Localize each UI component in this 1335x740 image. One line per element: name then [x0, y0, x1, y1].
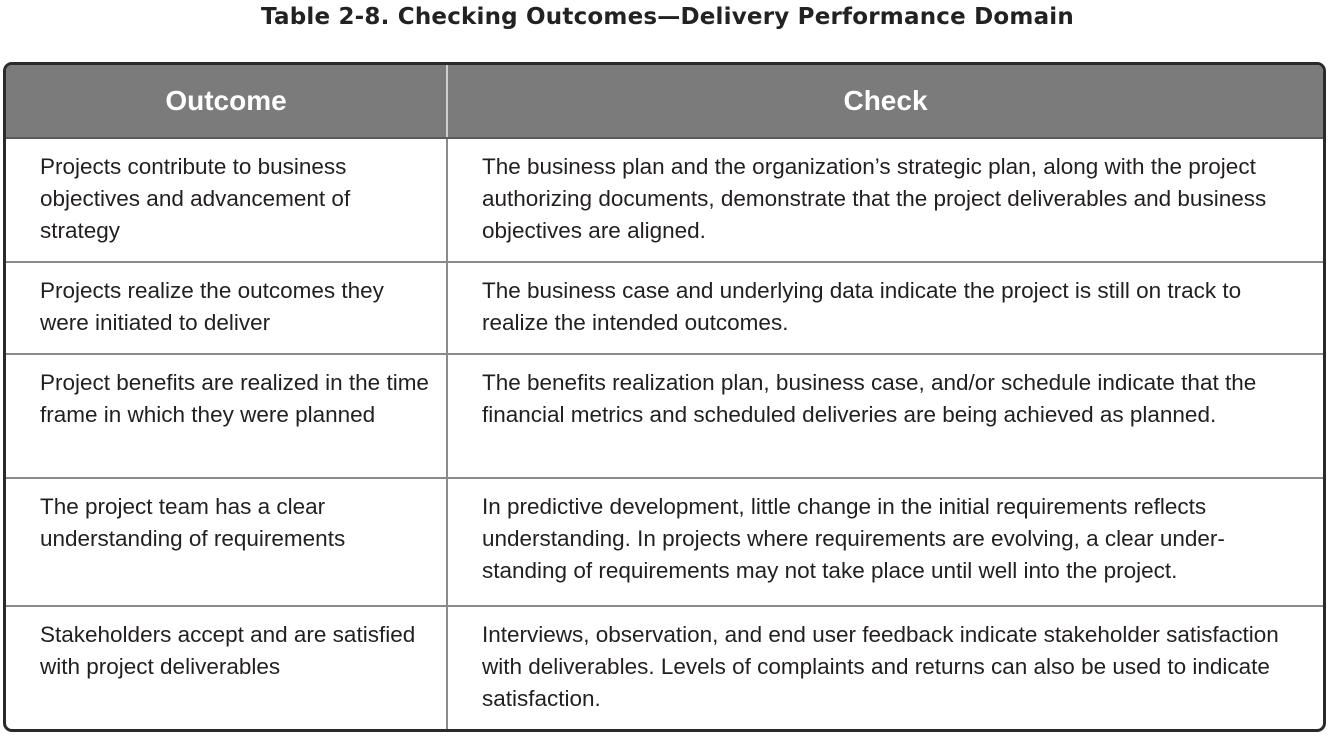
table-row: Projects realize the outcomes they were …: [6, 261, 1323, 354]
check-cell: The business case and underlying data in…: [447, 261, 1323, 354]
check-cell: The benefits realization plan, business …: [447, 353, 1323, 478]
table-title: Table 2-8. Checking Outcomes—Delivery Pe…: [261, 4, 1074, 30]
outcomes-table-frame: Outcome Check Projects contribute to bus…: [3, 62, 1326, 732]
outcome-cell: Project benefits are realized in the tim…: [6, 353, 448, 478]
outcomes-table: Outcome Check Projects contribute to bus…: [6, 65, 1323, 729]
table-row: The project team has a clear understandi…: [6, 477, 1323, 606]
table-header-row: Outcome Check: [6, 65, 1323, 139]
outcome-cell: Stakeholders accept and are satisfied wi…: [6, 605, 448, 729]
check-cell: The business plan and the organization’s…: [482, 154, 1267, 243]
column-header-outcome: Outcome: [6, 65, 448, 139]
table-row: Project benefits are realized in the tim…: [6, 353, 1323, 478]
column-header-check: Check: [447, 65, 1323, 139]
table-row: Projects contribute to business objectiv…: [6, 138, 1323, 262]
check-cell: Interviews, observation, and end user fe…: [447, 605, 1323, 729]
outcome-cell: The project team has a clear understandi…: [6, 477, 448, 606]
check-cell: In predictive development, little change…: [447, 477, 1323, 606]
outcome-cell: Projects contribute to business objectiv…: [6, 138, 448, 262]
outcome-cell: Projects realize the outcomes they were …: [6, 261, 448, 354]
table-row: Stakeholders accept and are satisfied wi…: [6, 605, 1323, 729]
